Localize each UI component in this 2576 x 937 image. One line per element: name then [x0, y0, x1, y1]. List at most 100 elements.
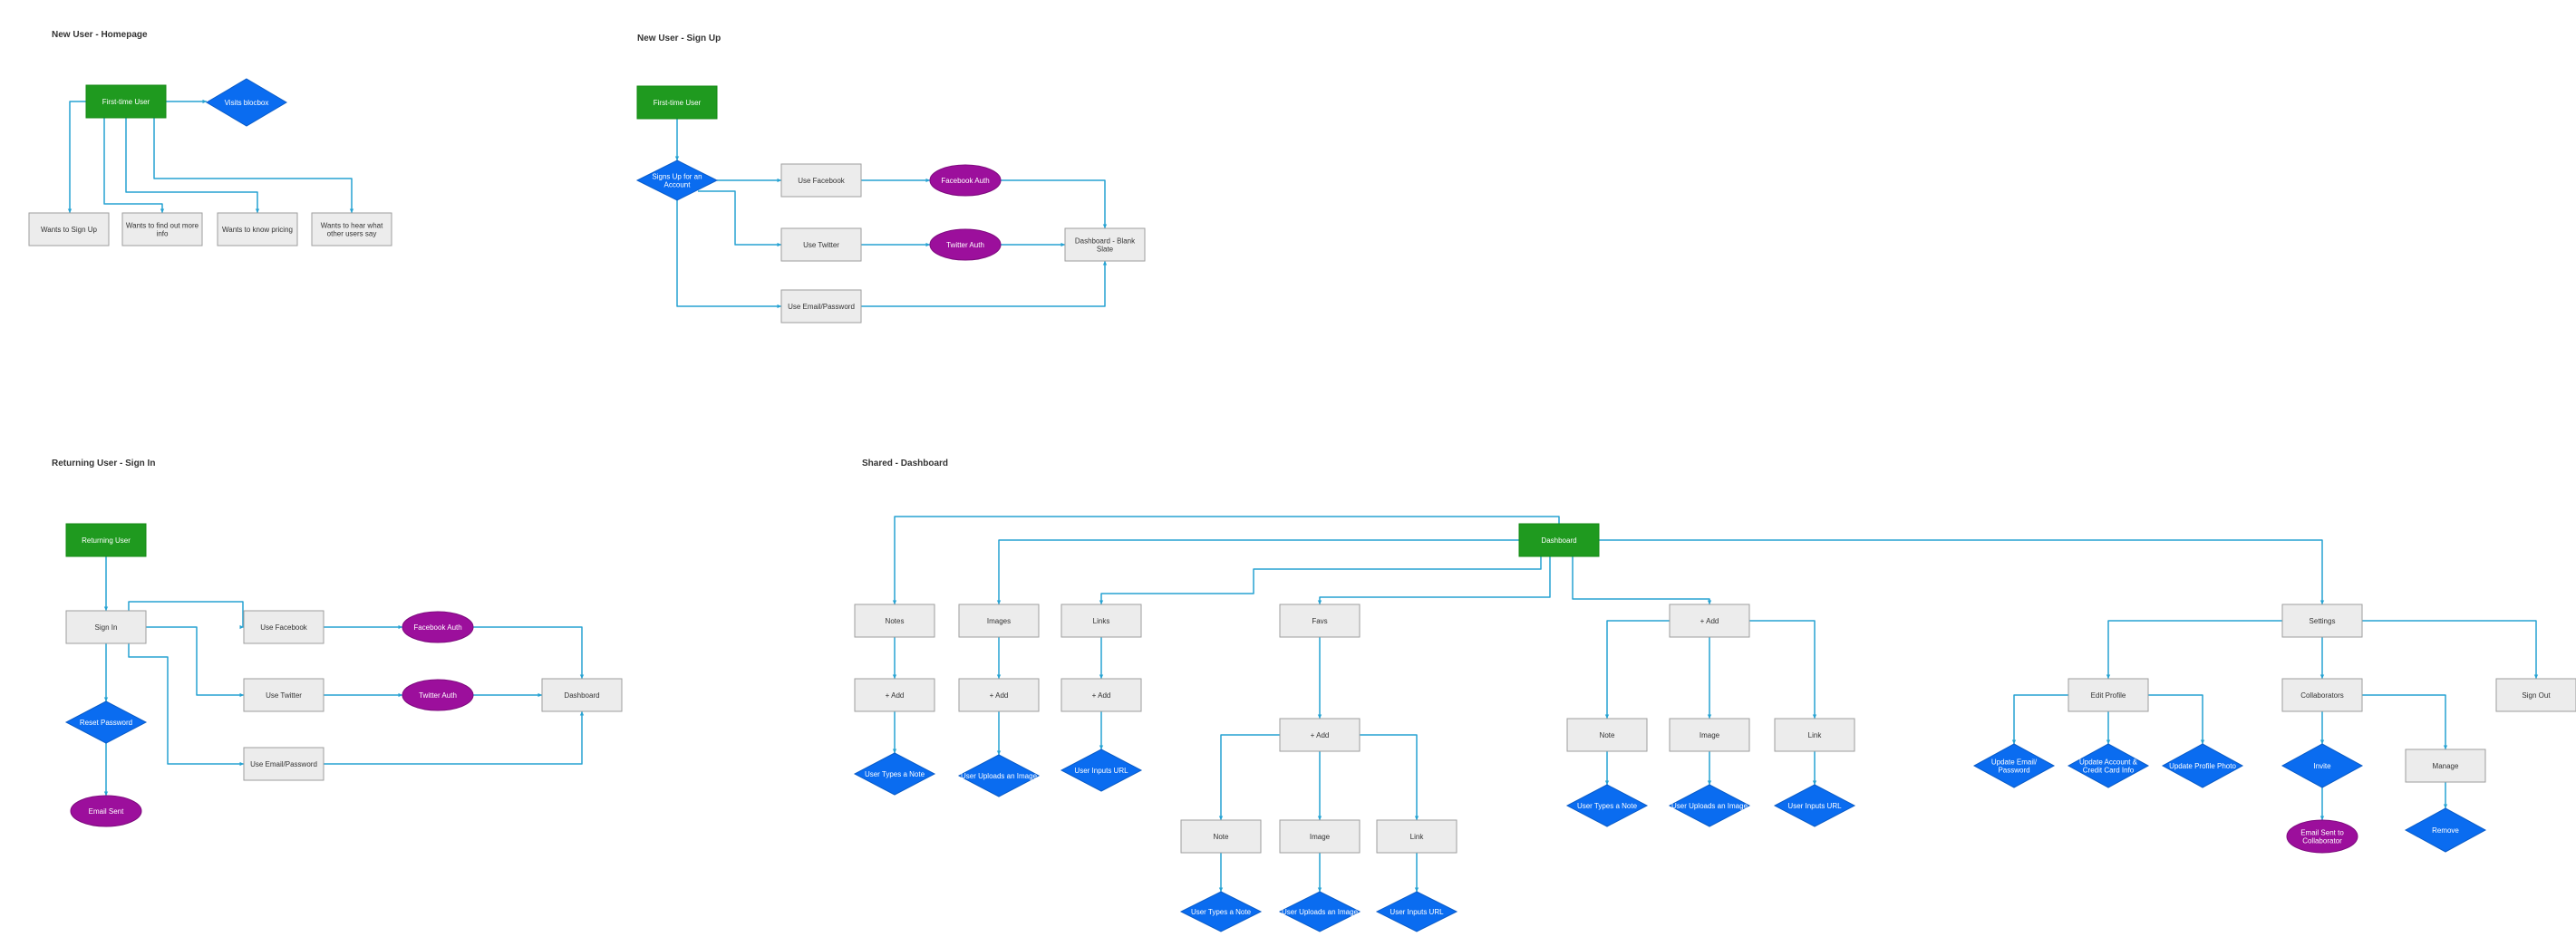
- connector-line: [1360, 734, 1418, 820]
- connector-line: [473, 626, 583, 679]
- connector-10: [861, 178, 930, 183]
- sign-out-node: Sign Out: [2495, 678, 2576, 712]
- image-node: Image: [1279, 819, 1361, 854]
- node-label: User Uploads an Image: [1282, 908, 1359, 916]
- node-label: Account: [664, 181, 692, 189]
- arrowhead: [2011, 739, 2017, 744]
- node-label: Update Account &: [2079, 758, 2138, 767]
- use-facebook-node: Use Facebook: [243, 610, 324, 644]
- arrowhead: [1317, 714, 1322, 719]
- arrowhead: [777, 178, 781, 183]
- dashboard-start-node: Dashboard: [1518, 523, 1600, 557]
- node-label: Credit Card Info: [2083, 767, 2135, 775]
- connector-44: [1414, 853, 1419, 892]
- node-shape: [1180, 819, 1262, 854]
- node-shape: [2495, 678, 2576, 712]
- arrowhead: [2443, 804, 2448, 808]
- connector-49: [1707, 751, 1712, 785]
- remove-decision: Remove: [2404, 807, 2487, 853]
- connector-7: [717, 178, 781, 183]
- connector-39: [1218, 734, 1280, 820]
- update-profile-photo-decision: Update Profile Photo: [2161, 743, 2244, 788]
- node-shape: [957, 754, 1041, 797]
- node-label: Wants to find out more: [126, 222, 199, 230]
- user-inputs-url-decision: User Inputs URL: [1375, 891, 1458, 932]
- twitter-auth-auth-node: Twitter Auth: [929, 228, 1002, 261]
- arrowhead: [67, 208, 73, 213]
- connector-23: [324, 711, 585, 765]
- node-label: Signs Up for an: [652, 173, 702, 181]
- arrowhead: [239, 692, 244, 698]
- arrowhead: [1604, 714, 1610, 719]
- connector-line: [1220, 734, 1280, 820]
- node-shape: [2067, 743, 2150, 788]
- add-node: + Add: [1060, 678, 1142, 712]
- twitter-auth-auth-node: Twitter Auth: [402, 679, 474, 711]
- node-shape: [541, 678, 623, 712]
- connector-line: [1749, 620, 1816, 719]
- connector-line: [861, 261, 1106, 307]
- arrowhead: [1707, 780, 1712, 785]
- node-shape: [1566, 718, 1648, 752]
- connector-32: [892, 637, 897, 679]
- node-shape: [1279, 718, 1361, 752]
- connector-46: [1707, 637, 1712, 719]
- node-label: Note: [1214, 833, 1229, 841]
- node-label: Use Facebook: [798, 177, 846, 185]
- connector-12: [1001, 179, 1108, 228]
- node-label: Dashboard - Blank: [1075, 237, 1136, 246]
- arrowhead: [579, 674, 585, 679]
- node-label: Use Email/Password: [250, 760, 317, 768]
- node-label: Use Facebook: [260, 623, 308, 632]
- email-sent-auth-node: Email Sent: [70, 795, 142, 827]
- node-label: First-time User: [102, 98, 150, 106]
- node-shape: [85, 84, 167, 119]
- update-email-password-decision: Update Email/Password: [1972, 743, 2056, 788]
- arrowhead: [349, 208, 354, 213]
- node-label: Images: [987, 617, 1011, 625]
- connector-line: [69, 101, 86, 213]
- node-shape: [780, 289, 862, 324]
- connector-58: [2362, 694, 2448, 749]
- node-label: Twitter Auth: [419, 691, 457, 700]
- edit-profile-node: Edit Profile: [2068, 678, 2149, 712]
- connector-15: [103, 556, 109, 611]
- arrowhead: [925, 242, 930, 247]
- connector-16: [128, 601, 244, 630]
- connector-line: [2362, 694, 2446, 749]
- connector-line: [1001, 179, 1106, 228]
- node-shape: [2281, 743, 2364, 788]
- connector-line: [698, 190, 781, 246]
- connector-4: [125, 118, 260, 213]
- arrowhead: [1812, 780, 1817, 785]
- arrowhead: [1099, 745, 1104, 749]
- connector-line: [153, 118, 353, 213]
- node-shape: [65, 610, 147, 644]
- connector-20: [324, 692, 402, 698]
- connector-21: [473, 626, 585, 679]
- arrowhead: [674, 156, 680, 160]
- connector-9: [676, 200, 781, 309]
- wants-to-know-pricing-node: Wants to know pricing: [217, 212, 298, 246]
- connector-31: [1599, 539, 2325, 604]
- user-types-a-note-decision: User Types a Note: [1179, 891, 1263, 932]
- connector-38: [1317, 637, 1322, 719]
- facebook-auth-auth-node: Facebook Auth: [929, 164, 1002, 197]
- node-shape: [2404, 807, 2487, 853]
- arrowhead: [160, 208, 165, 213]
- connector-line: [1606, 620, 1670, 719]
- node-label: Returning User: [82, 536, 131, 545]
- arrowhead: [398, 624, 402, 630]
- node-label: User Inputs URL: [1787, 802, 1842, 810]
- images-node: Images: [958, 604, 1040, 638]
- section-title-signup: New User - Sign Up: [637, 34, 721, 43]
- arrowhead: [239, 624, 244, 630]
- node-label: Link: [1808, 731, 1823, 739]
- connector-14: [861, 261, 1108, 307]
